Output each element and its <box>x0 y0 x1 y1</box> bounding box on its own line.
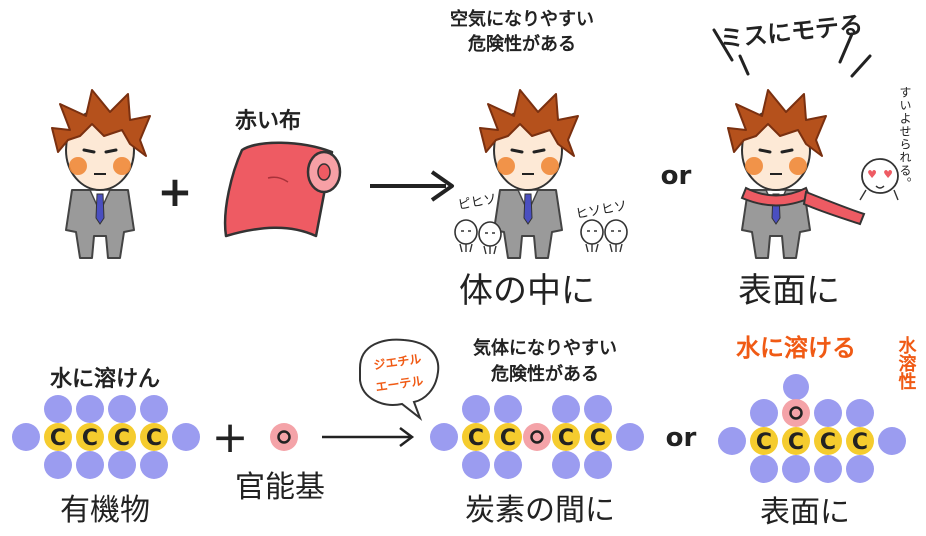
heart-eyes-blob-icon: ♥ ♥ <box>859 158 899 201</box>
ether-bubble-line1: ジエチル <box>373 352 422 373</box>
side-caption-bottom: 水溶性 <box>896 335 917 391</box>
compound-label: 有機物 <box>60 493 150 528</box>
svg-text:C: C <box>788 430 804 455</box>
middle-caption-top-line1: 空気になりやすい <box>450 8 594 30</box>
molecule-surface <box>718 374 906 483</box>
character-with-scarf <box>727 89 866 259</box>
red-cloth-icon <box>223 141 342 238</box>
svg-text:C: C <box>50 426 66 451</box>
arrow-right-top-icon <box>370 170 454 202</box>
carbon-labels-left: C C C C <box>50 426 162 451</box>
whisper-text-right: ヒソヒソ <box>574 199 628 223</box>
molecule-organic <box>12 395 200 479</box>
right-caption-bottom: 水に溶ける <box>736 334 856 362</box>
arrow-right-bottom-icon <box>322 427 415 447</box>
inside-label-top: 体の中に <box>459 271 595 311</box>
svg-text:C: C <box>500 426 516 451</box>
carbon-labels-middle: C C C C <box>468 426 606 451</box>
svg-text:C: C <box>558 426 574 451</box>
middle-caption-top-line2: 危険性がある <box>467 33 576 55</box>
svg-text:♥: ♥ <box>883 168 893 181</box>
svg-text:C: C <box>820 430 836 455</box>
side-comment-top: すいよせられる。 <box>898 86 912 190</box>
or-top: or <box>661 161 692 191</box>
middle-caption-bottom-line1: 気体になりやすい <box>473 337 617 359</box>
middle-caption-bottom-line2: 危険性がある <box>490 363 599 385</box>
functional-group-label: 官能基 <box>235 470 325 505</box>
svg-text:C: C <box>146 426 162 451</box>
svg-text:C: C <box>114 426 130 451</box>
right-caption-top: ミスにモテる <box>718 11 864 54</box>
inside-label-bottom: 炭素の間に <box>465 493 615 528</box>
whisper-text-left: ピヒソ <box>457 192 498 214</box>
functional-group-icon <box>270 423 298 451</box>
whisper-blobs-left <box>454 219 502 255</box>
ether-speech-bubble <box>359 338 440 421</box>
or-bottom: or <box>666 423 697 453</box>
svg-text:C: C <box>82 426 98 451</box>
svg-text:C: C <box>756 430 772 455</box>
svg-text:C: C <box>852 430 868 455</box>
emphasis-lines-icon <box>712 28 872 78</box>
whisper-blobs-right <box>580 219 628 253</box>
ether-bubble-line2: エーテル <box>375 374 424 395</box>
red-cloth-label: 赤い布 <box>235 108 301 134</box>
surface-label-top: 表面に <box>738 271 840 311</box>
molecule-inserted <box>430 395 644 479</box>
left-caption-bottom: 水に溶けん <box>50 366 160 392</box>
svg-text:C: C <box>468 426 484 451</box>
svg-text:C: C <box>590 426 606 451</box>
plus-sign-bottom: + <box>212 412 249 463</box>
carbon-labels-right: C C C C <box>756 430 868 455</box>
character-plain <box>51 89 151 259</box>
plus-sign-top: + <box>157 167 192 216</box>
surface-label-bottom: 表面に <box>760 495 850 530</box>
svg-text:♥: ♥ <box>867 168 877 181</box>
